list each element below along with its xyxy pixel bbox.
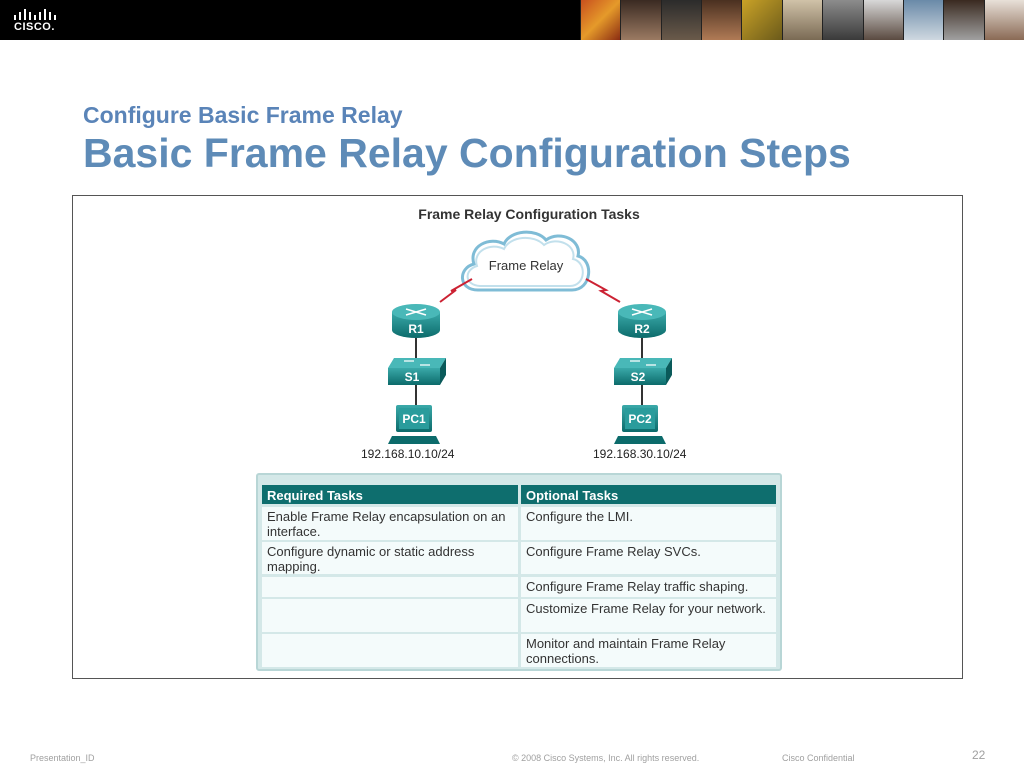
required-task-empty [262,599,518,632]
footer-confidential: Cisco Confidential [782,753,855,763]
required-task-empty [262,577,518,597]
optional-task-5: Monitor and maintain Frame Relay connect… [521,634,776,667]
router-r2-label: R2 [634,322,650,336]
optional-tasks-header: Optional Tasks [521,485,776,504]
optional-task-3: Configure Frame Relay traffic shaping. [521,577,776,597]
serial-link-right [585,278,621,303]
serial-link-left [439,278,473,303]
cisco-logo-text: CISCO. [14,21,55,33]
required-task-1: Enable Frame Relay encapsulation on an i… [262,507,518,540]
pc2-ip-address: 192.168.30.10/24 [593,447,687,461]
header-photo [781,0,823,40]
frame-relay-cloud-icon [461,230,591,292]
required-tasks-header: Required Tasks [262,485,518,504]
optional-task-2: Configure Frame Relay SVCs. [521,542,776,574]
header-photo [822,0,863,40]
header-photo [902,0,944,40]
header-photo [943,0,984,40]
router-r2-icon [618,304,666,338]
required-task-2: Configure dynamic or static address mapp… [262,542,518,574]
switch-s1-label: S1 [405,370,420,384]
switch-s1-icon [388,358,446,385]
router-r1-label: R1 [408,322,424,336]
pc2-icon [614,405,666,444]
header-photo-strip [580,0,1024,40]
pc2-label: PC2 [628,412,652,426]
header-photo [660,0,702,40]
diagram-title: Frame Relay Configuration Tasks [418,206,640,222]
pc1-label: PC1 [402,412,426,426]
header-photo [620,0,661,40]
pc1-ip-address: 192.168.10.10/24 [361,447,455,461]
footer-copyright: © 2008 Cisco Systems, Inc. All rights re… [512,753,700,763]
cisco-logo-icon [14,9,56,20]
required-task-empty [262,634,518,667]
cloud-label: Frame Relay [489,258,564,273]
footer-presentation-id: Presentation_ID [30,753,95,763]
header-photo [580,0,621,40]
switch-s2-label: S2 [631,370,646,384]
slide-subtitle: Configure Basic Frame Relay [83,102,403,128]
top-banner: CISCO. [0,0,1024,40]
header-photo [741,0,782,40]
pc1-icon [388,405,440,444]
header-photo [701,0,742,40]
header-photo [862,0,903,40]
tasks-table: Required Tasks Optional Tasks Enable Fra… [256,473,782,671]
slide-title: Basic Frame Relay Configuration Steps [83,130,851,176]
page-number: 22 [972,748,986,762]
header-photo [983,0,1024,40]
optional-task-4: Customize Frame Relay for your network. [521,599,776,632]
switch-s2-icon [614,358,672,385]
router-r1-icon [392,304,440,338]
optional-task-1: Configure the LMI. [521,507,776,540]
